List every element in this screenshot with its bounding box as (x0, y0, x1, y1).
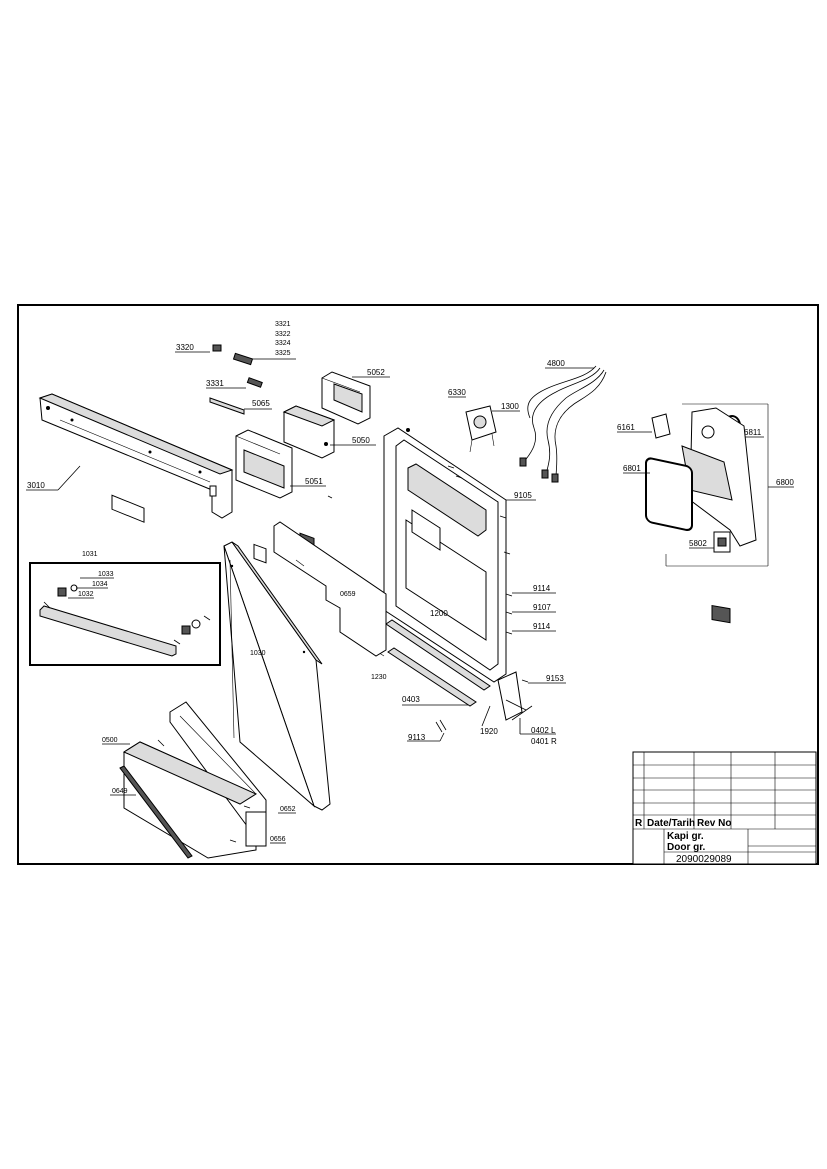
label-0649: 0649 (112, 788, 128, 795)
label-9113: 9113 (408, 733, 426, 742)
label-6800: 6800 (776, 478, 794, 487)
part-9113-screw (435, 719, 447, 733)
label-3010: 3010 (27, 481, 45, 490)
label-3331: 3331 (206, 379, 224, 388)
label-1230: 1230 (371, 674, 387, 681)
label-0652: 0652 (280, 806, 296, 813)
label-9114-upper: 9114 (533, 584, 551, 593)
part-0659-insulation-sheet (273, 521, 387, 657)
label-0403: 0403 (402, 695, 420, 704)
label-1300: 1300 (501, 402, 519, 411)
part-5051-housing (235, 429, 293, 564)
label-3324: 3324 (275, 340, 291, 347)
screws-door (447, 465, 529, 683)
label-9107: 9107 (533, 603, 551, 612)
part-4800-cable-harness (519, 365, 607, 483)
label-5065: 5065 (252, 399, 270, 408)
part-0402-hinge (497, 671, 533, 721)
title-rev-label: Rev No (697, 818, 731, 829)
part-3010-control-panel (38, 393, 234, 523)
label-0656: 0656 (270, 836, 286, 843)
label-3321: 3321 (275, 321, 291, 328)
label-5051: 5051 (305, 477, 323, 486)
label-5050: 5050 (352, 436, 370, 445)
title-name-en: Door gr. (667, 842, 706, 853)
part-3321-buttons (232, 352, 254, 366)
title-block (632, 751, 817, 865)
label-1920: 1920 (480, 727, 498, 736)
part-0500-kick-plate (122, 701, 267, 859)
part-6161-lid (651, 413, 671, 439)
title-rev-mark: R (635, 818, 643, 829)
label-4800: 4800 (547, 359, 565, 368)
label-1032: 1032 (78, 591, 94, 598)
label-9105: 9105 (514, 491, 532, 500)
part-5052-bracket (321, 371, 371, 425)
label-1030: 1030 (250, 650, 266, 657)
label-9114-lower: 9114 (533, 622, 551, 631)
part-0649-seal-strip (119, 765, 193, 859)
part-3320-knob (212, 344, 222, 352)
drawing-frame (17, 304, 819, 865)
part-0403-bottom-strip (387, 647, 477, 707)
part-3331-button (246, 377, 263, 388)
label-1031: 1031 (82, 551, 98, 558)
part-5050-electronic-board (282, 405, 336, 549)
label-3325: 3325 (275, 350, 291, 357)
label-0500: 0500 (102, 737, 118, 744)
label-3320: 3320 (176, 343, 194, 352)
label-6801: 6801 (623, 464, 641, 473)
part-6801-gasket (645, 457, 693, 531)
label-5802: 5802 (689, 539, 707, 548)
inset-1031-handle-detail (29, 562, 221, 666)
label-0659: 0659 (340, 591, 356, 598)
title-name-tr: Kapi gr. (667, 831, 704, 842)
label-6161: 6161 (617, 423, 635, 432)
part-5065-light-guide (209, 397, 245, 415)
label-9153: 9153 (546, 674, 564, 683)
part-1030-outer-door-panel (223, 541, 331, 811)
title-drawing-number: 2090029089 (676, 854, 732, 865)
part-5802-actuator (713, 531, 731, 553)
part-1300-hinge-mechanism (465, 405, 497, 453)
title-date-label: Date/Tarih (647, 818, 695, 829)
label-6811: 6811 (744, 428, 762, 437)
part-6800-dispenser-body (681, 407, 757, 624)
label-1033: 1033 (98, 571, 114, 578)
label-0402L: 0402 L (531, 726, 556, 735)
label-5052: 5052 (367, 368, 385, 377)
label-0401R: 0401 R (531, 737, 557, 746)
part-1200-inner-door (383, 427, 507, 683)
label-1034: 1034 (92, 581, 108, 588)
label-3322: 3322 (275, 331, 291, 338)
part-1230-seal (385, 619, 491, 691)
label-1200: 1200 (430, 609, 448, 618)
label-6330: 6330 (448, 388, 466, 397)
